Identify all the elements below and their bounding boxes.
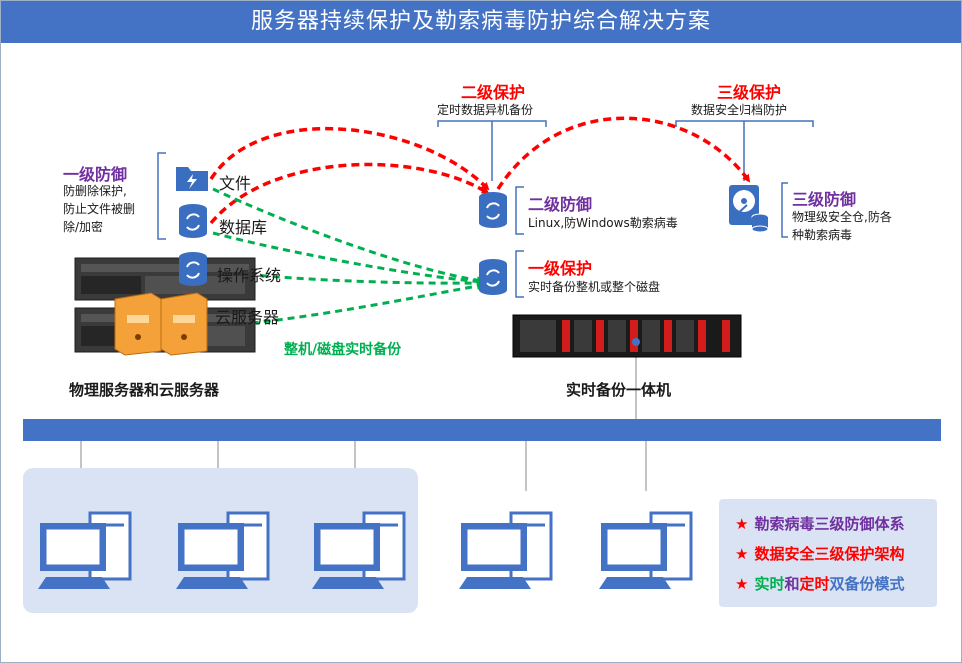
pc-icon-3	[312, 511, 406, 589]
level2-protect-subtitle: 定时数据异机备份	[437, 103, 534, 117]
title-bar	[1, 1, 961, 43]
servers-caption: 物理服务器和云服务器	[69, 381, 220, 399]
level3-protect-bracket	[675, 120, 814, 181]
pc-icon-1	[38, 511, 132, 589]
file-label: 文件	[219, 174, 252, 193]
level1-database-icon	[479, 259, 507, 295]
star-icon: ★	[735, 545, 749, 563]
level1-defense-bracket	[157, 152, 166, 240]
arrow-db-realtime	[212, 231, 485, 286]
page-title: 服务器持续保护及勒索病毒防护综合解决方案	[250, 9, 711, 34]
arrow-os-realtime	[212, 269, 485, 288]
database-label: 数据库	[219, 218, 268, 237]
arrow-file-to-level2	[209, 127, 490, 191]
level2-database-icon	[479, 192, 507, 228]
level1-defense-line1: 防删除保护,	[63, 184, 127, 198]
level3-protect-title: 三级保护	[717, 83, 782, 102]
network-bus	[23, 419, 941, 441]
level2-defense-desc: Linux,防Windows勒索病毒	[528, 216, 678, 230]
os-sync-icon	[179, 252, 207, 286]
level2-protect-bracket	[437, 120, 547, 181]
level3-defense-title: 三级防御	[792, 190, 857, 209]
realtime-backup-label: 整机/磁盘实时备份	[284, 342, 402, 358]
pc-icon-4	[459, 511, 553, 589]
os-label: 操作系统	[217, 266, 282, 285]
arrow-cloud-realtime	[215, 282, 485, 328]
archive-disk-icon	[729, 185, 769, 233]
level1-defense-line3: 除/加密	[63, 220, 104, 234]
level3-defense-line1: 物理级安全仓,防各	[792, 210, 892, 224]
level1-defense-line2: 防止文件被删	[63, 202, 136, 216]
level3-defense-bracket	[781, 182, 788, 238]
legend-item-dual-backup: ★实时和定时双备份模式	[735, 575, 905, 593]
legend-panel: ★勒索病毒三级防御体系 ★数据安全三级保护架构 ★实时和定时双备份模式	[719, 499, 937, 607]
star-icon: ★	[735, 515, 749, 533]
folder-icon	[176, 167, 208, 191]
level3-protect-subtitle: 数据安全归档防护	[691, 103, 788, 117]
appliance-bracket	[515, 186, 524, 298]
arrow-level2-to-level3	[496, 116, 751, 190]
level1-defense-title: 一级防御	[63, 165, 128, 184]
legend-item-protection: ★数据安全三级保护架构	[735, 545, 905, 563]
backup-appliance-icon	[512, 314, 742, 358]
cloud-label: 云服务器	[215, 308, 280, 327]
pc-icon-5	[599, 511, 693, 589]
level2-defense-title: 二级防御	[528, 195, 593, 214]
arrow-file-realtime	[212, 187, 485, 285]
pc-icon-2	[176, 511, 270, 589]
appliance-caption: 实时备份一体机	[566, 381, 672, 399]
star-icon: ★	[735, 575, 749, 593]
cloud-server-icon	[114, 292, 208, 356]
arrow-db-to-level2	[209, 162, 490, 225]
level3-defense-line2: 种勒索病毒	[792, 228, 853, 242]
level2-protect-title: 二级保护	[461, 83, 526, 102]
level1-protect-desc: 实时备份整机或整个磁盘	[528, 280, 661, 294]
level1-protect-title: 一级保护	[528, 259, 593, 278]
legend-item-defense: ★勒索病毒三级防御体系	[735, 515, 905, 533]
database-icon	[179, 204, 207, 238]
